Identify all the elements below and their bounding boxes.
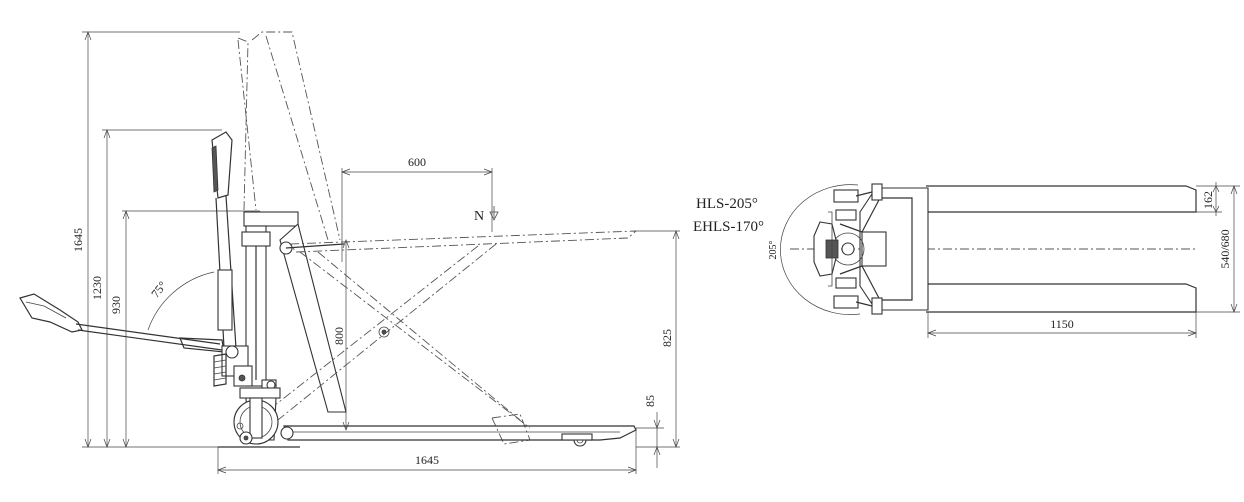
dim-label-mast-height: 930	[109, 296, 123, 314]
spec-model-1: HLS-205°	[696, 196, 758, 212]
handle-upper-position	[237, 31, 341, 241]
load-wheels-top	[833, 183, 883, 315]
fork-top-lower	[926, 283, 1197, 313]
fork-lowered	[218, 425, 637, 448]
dim-overall-height: 1645	[71, 31, 92, 448]
dim-fork-length: 1150	[927, 312, 1197, 338]
dim-label-outer-width: 540/680	[1218, 229, 1232, 268]
dim-label-handle-angle: 75°	[148, 278, 169, 300]
dim-fork-width: 162	[1196, 182, 1222, 216]
dim-label-max-fork-height: 825	[660, 329, 674, 347]
dim-handle-height: 1230	[90, 129, 111, 448]
dim-mast-height: 930	[109, 210, 130, 448]
handle-tilted-position	[19, 293, 225, 353]
dim-max-fork-height: 825	[636, 230, 680, 448]
dim-label-fork-width: 162	[1201, 191, 1215, 209]
top-view: 205°	[768, 182, 1240, 338]
dim-lift-reach: 600	[341, 155, 493, 176]
steer-wheel	[233, 397, 279, 445]
dim-label-handle-height: 1230	[90, 276, 104, 300]
dim-label-overall-height: 1645	[71, 228, 85, 252]
handle-upright	[211, 131, 237, 349]
mast	[241, 211, 347, 413]
side-view: 1645 1230 930 75° 600 N	[19, 31, 680, 474]
dim-label-overall-length: 1645	[415, 453, 439, 467]
dim-label-lowered-height: 85	[643, 395, 657, 407]
dim-label-lift-reach: 600	[408, 155, 426, 169]
dim-raised-height: 800	[332, 239, 350, 431]
direction-marker: N	[474, 206, 499, 224]
dim-lowered-height: 85	[636, 395, 680, 468]
handle-head-top	[813, 211, 855, 287]
chassis-top	[831, 187, 929, 311]
spec-labels: HLS-205° EHLS-170°	[693, 196, 764, 235]
dim-handle-angle: 75°	[147, 271, 215, 331]
direction-marker-label: N	[474, 209, 484, 224]
dim-overall-length: 1645	[217, 428, 637, 474]
dim-label-fork-length: 1150	[1050, 317, 1074, 331]
dim-label-steering-angle: 205°	[768, 241, 779, 260]
dim-label-raised-height: 800	[332, 327, 346, 345]
spec-model-2: EHLS-170°	[693, 219, 764, 235]
dim-steering-angle: 205°	[768, 184, 861, 315]
fork-top-upper	[926, 185, 1197, 213]
dim-outer-width: 540/680	[1196, 185, 1240, 313]
